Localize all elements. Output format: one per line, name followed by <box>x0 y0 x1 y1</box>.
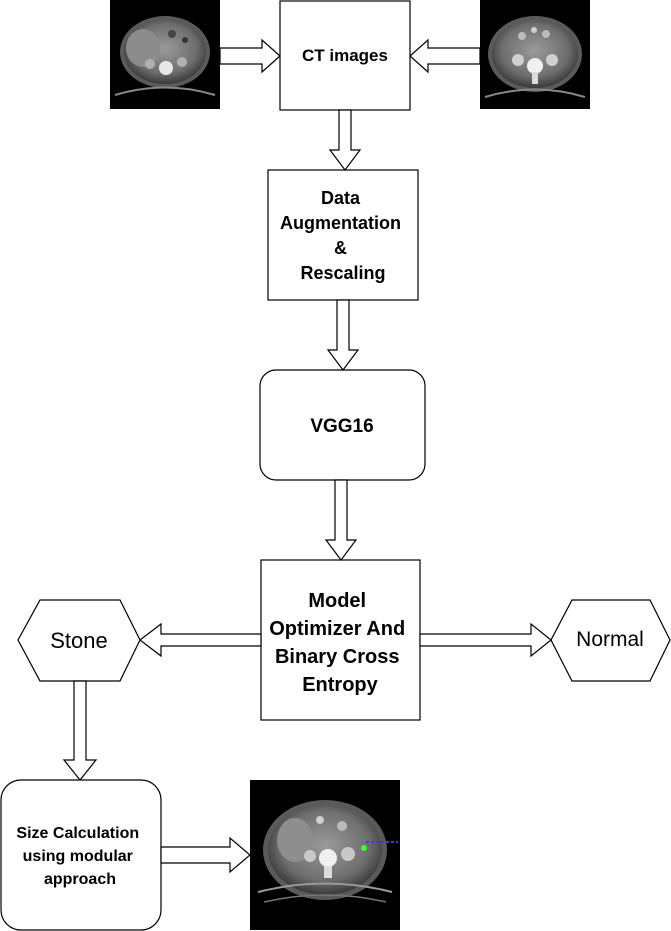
ct-scan-right-image <box>480 0 590 109</box>
size-calc-line-3: approach <box>44 871 116 888</box>
augmentation-line-4: Rescaling <box>300 263 385 283</box>
stone-label: Stone <box>50 628 108 653</box>
model-optimizer-box: Model Optimizer And Binary Cross Entropy <box>260 559 421 721</box>
size-calc-line-2: using modular <box>23 848 133 865</box>
normal-hexagon: Normal <box>550 599 671 682</box>
svg-text:Size Calculation using m: Size Calculation using modular approach <box>16 825 143 888</box>
ct-images-label: CT images <box>302 46 388 65</box>
arrow-right-image-to-ct <box>409 38 481 74</box>
size-calculation-box: Size Calculation using modular approach <box>0 779 162 931</box>
arrow-stone-to-size-calc <box>62 680 98 781</box>
data-augmentation-box: Data Augmentation & Rescaling <box>267 169 419 301</box>
stone-hexagon: Stone <box>17 599 141 682</box>
normal-label: Normal <box>576 628 644 651</box>
size-calc-line-1: Size Calculation <box>16 825 139 842</box>
svg-text:Model Optimizer And: Model Optimizer And Binary Cross Entropy <box>269 590 411 696</box>
augmentation-line-3: & <box>334 238 347 258</box>
model-line-1: Model <box>308 590 366 612</box>
vgg16-box: VGG16 <box>259 369 426 481</box>
ct-scan-left-image <box>110 0 220 109</box>
model-line-4: Entropy <box>302 674 378 696</box>
ct-scan-result-image <box>250 780 400 930</box>
model-line-3: Binary Cross <box>275 646 400 668</box>
arrow-model-to-stone <box>139 622 262 658</box>
vgg16-label: VGG16 <box>310 416 373 437</box>
augmentation-line-2: Augmentation <box>280 213 401 233</box>
arrow-model-to-normal <box>419 622 552 658</box>
ct-images-box: CT images <box>279 0 411 111</box>
augmentation-line-1: Data <box>321 188 361 208</box>
arrow-size-calc-to-result <box>160 836 251 874</box>
arrow-ct-to-augmentation <box>328 109 362 171</box>
arrow-augmentation-to-vgg16 <box>326 299 360 371</box>
svg-text:Data Augmentation: Data Augmentation & Rescaling <box>280 188 406 283</box>
model-line-2: Optimizer And <box>269 618 405 640</box>
arrow-left-image-to-ct <box>219 38 281 74</box>
arrow-vgg16-to-model <box>324 479 358 561</box>
